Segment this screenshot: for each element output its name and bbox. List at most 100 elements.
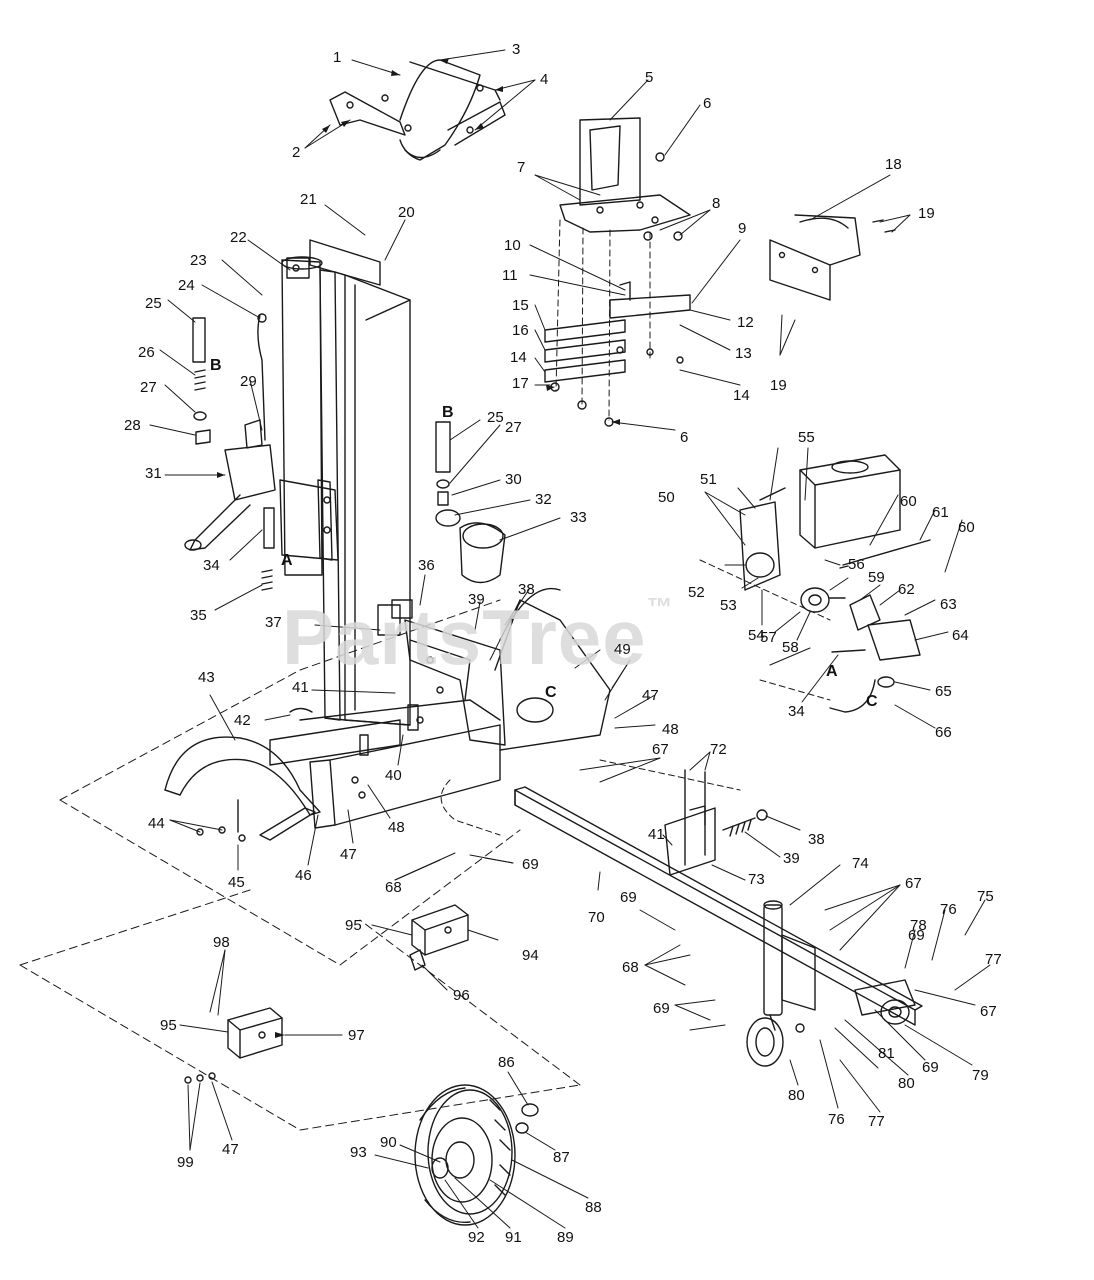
callout-label: 95: [160, 1017, 177, 1034]
callout-label: 36: [418, 557, 435, 574]
callout-label: 9: [738, 220, 747, 237]
callout-label: 60: [958, 519, 975, 536]
callout-label: 73: [748, 871, 765, 888]
callout-label: 47: [642, 687, 659, 704]
beam-20: [309, 239, 411, 726]
callout-label: 94: [522, 947, 539, 964]
callout-label: 97: [348, 1027, 365, 1044]
callout-label: 90: [380, 1134, 397, 1151]
callout-label: 43: [198, 669, 215, 686]
callout-label: 79: [972, 1067, 989, 1084]
callout-label: 44: [148, 815, 165, 832]
bracket-97: [184, 1007, 283, 1084]
callout-label: 53: [720, 597, 737, 614]
callout-label: 35: [190, 607, 207, 624]
callout-label: 11: [502, 267, 518, 284]
control-valve: [184, 313, 276, 591]
callout-label: 16: [512, 322, 529, 339]
callout-label: 67: [652, 741, 669, 758]
callout-label: 14: [510, 349, 527, 366]
callout-label: 76: [940, 901, 957, 918]
wheel-88: [414, 1084, 539, 1226]
bracket-18: [769, 214, 896, 301]
callout-label: 51: [700, 471, 717, 488]
callout-label: 31: [145, 465, 162, 482]
tongue-70: [514, 786, 923, 1026]
callout-label: 24: [178, 277, 195, 294]
callout-label: 27: [505, 419, 522, 436]
callout-label: 80: [788, 1087, 805, 1104]
callout-label: 39: [783, 850, 800, 867]
callout-label: 72: [710, 741, 727, 758]
callout-label: 40: [385, 767, 402, 784]
callout-label: 38: [808, 831, 825, 848]
callout-label: 56: [848, 556, 865, 573]
callout-label: 70: [588, 909, 605, 926]
callout-label: 92: [468, 1229, 485, 1246]
callout-label: 61: [932, 504, 949, 521]
callout-label: 59: [868, 569, 885, 586]
callout-label: 78: [910, 917, 927, 934]
callout-label: 65: [935, 683, 952, 700]
callout-label: 13: [735, 345, 752, 362]
callout-label: 25: [145, 295, 162, 312]
bracket-73: [664, 769, 768, 876]
callout-label: 3: [512, 41, 521, 58]
callout-label: 47: [222, 1141, 239, 1158]
callout-label: 7: [517, 159, 526, 176]
base-tank: [269, 588, 611, 829]
callout-label: 99: [177, 1154, 194, 1171]
callout-label: 6: [703, 95, 712, 112]
callout-label: 5: [645, 69, 654, 86]
callout-label: 77: [868, 1113, 885, 1130]
callout-label: 62: [898, 581, 915, 598]
callout-label: 15: [512, 297, 529, 314]
callout-label: 68: [385, 879, 402, 896]
callout-label: 30: [505, 471, 522, 488]
callout-label: 17: [512, 375, 529, 392]
callout-label: 74: [852, 855, 869, 872]
callout-label: 19: [918, 205, 935, 222]
marker-a-right: A: [826, 663, 838, 680]
callout-label: 48: [662, 721, 679, 738]
callout-label: 57: [760, 629, 777, 646]
callout-label: 8: [712, 195, 721, 212]
callout-label: 93: [350, 1144, 367, 1161]
engine-guide-lines: [599, 559, 831, 791]
callout-label: 38: [518, 581, 535, 598]
callout-label: 98: [213, 934, 230, 951]
callout-label: 50: [658, 489, 675, 506]
callout-label: 95: [345, 917, 362, 934]
filter-assembly: [435, 421, 506, 584]
callout-label: 69: [620, 889, 637, 906]
jack-74: [746, 900, 816, 1067]
marker-c-right: C: [866, 693, 878, 710]
wedge-guide-lines: [555, 219, 651, 421]
callout-label: 10: [504, 237, 521, 254]
callout-label: 87: [553, 1149, 570, 1166]
callout-label: 41: [292, 679, 309, 696]
engine-group: [739, 454, 931, 713]
callout-label: 86: [498, 1054, 515, 1071]
assembly-outline: [19, 599, 581, 1131]
callout-label: 33: [570, 509, 587, 526]
callout-label: 46: [295, 867, 312, 884]
callout-leaders: [149, 49, 991, 1229]
callout-label: 28: [124, 417, 141, 434]
top-bracket-part: [329, 59, 506, 161]
marker-c-center: C: [545, 684, 557, 701]
callout-label: 37: [265, 614, 282, 631]
callout-label: 67: [905, 875, 922, 892]
callout-label: 12: [737, 314, 754, 331]
callout-label: 29: [240, 373, 257, 390]
callout-label: 63: [940, 596, 957, 613]
callout-label: 2: [292, 144, 301, 161]
callout-label: 80: [898, 1075, 915, 1092]
fender-43: [164, 736, 321, 842]
callout-label: 23: [190, 252, 207, 269]
callout-label: 20: [398, 204, 415, 221]
callout-label: 34: [203, 557, 220, 574]
marker-b-left: B: [210, 357, 222, 374]
callout-label: 26: [138, 344, 155, 361]
callout-label: 27: [140, 379, 157, 396]
